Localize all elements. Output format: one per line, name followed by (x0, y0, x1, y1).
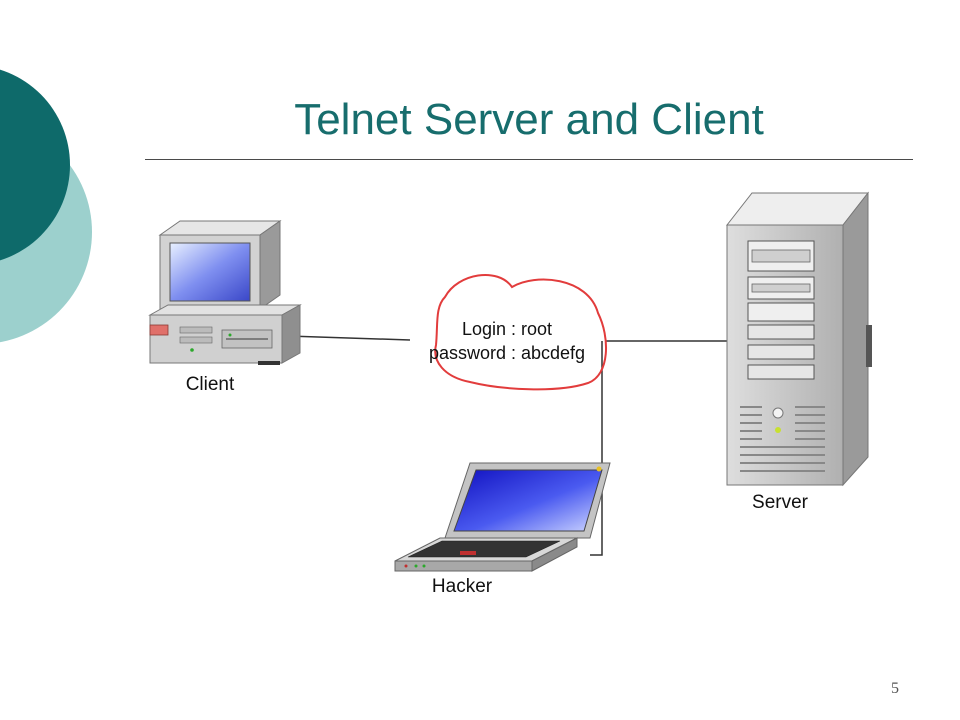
dark-teal-circle (0, 69, 70, 261)
hacker-tap-link (590, 341, 603, 556)
login-text: Login : root (462, 319, 552, 339)
decorative-circles (0, 69, 92, 343)
hacker-screen (453, 469, 603, 532)
client-screen (169, 242, 251, 302)
network-diagram: Client Login : root password : abcdefg (148, 191, 872, 597)
client-link (287, 335, 411, 341)
credentials-annotation-loop (434, 273, 607, 391)
hacker-laptop (394, 462, 611, 572)
page-number: 5 (891, 680, 899, 697)
client-label: Client (186, 374, 235, 395)
server-tower (725, 191, 872, 487)
server-side-port (866, 325, 872, 367)
title-divider (145, 159, 913, 160)
server-label: Server (752, 492, 809, 513)
hacker-label: Hacker (432, 576, 493, 597)
network-links (287, 335, 728, 556)
slide-title: Telnet Server and Client (294, 95, 764, 144)
client-computer (148, 220, 302, 365)
password-text: password : abcdefg (429, 343, 585, 363)
